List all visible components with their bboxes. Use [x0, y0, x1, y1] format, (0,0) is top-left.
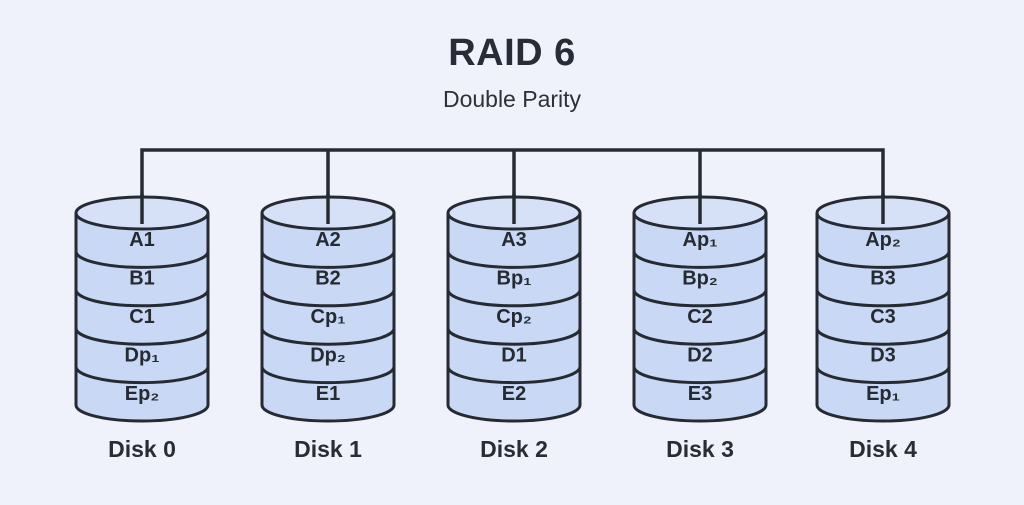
segment-divider [446, 289, 582, 308]
segment-label: A1 [129, 229, 155, 251]
segment-label: E2 [502, 383, 526, 405]
segment-label: D1 [501, 344, 527, 366]
segment-divider [632, 327, 768, 346]
disk-3-cylinder: Ap₁ Bp₂ C2 D2 E3 [632, 194, 768, 423]
segment-label: C3 [870, 306, 896, 328]
segment-label: B2 [315, 268, 341, 290]
segment-label: Bp₁ [497, 268, 532, 290]
segment-label: Cp₂ [496, 306, 532, 328]
segment-divider [632, 251, 768, 269]
segment-divider [815, 327, 951, 346]
segment-divider [260, 366, 396, 385]
segment-label: Ep₂ [125, 383, 159, 405]
disk-2-label: Disk 2 [480, 436, 548, 462]
disk-1-cylinder: A2 B2 Cp₁ Dp₂ E1 [260, 194, 396, 423]
disk-4-cylinder: Ap₂ B3 C3 D3 Ep₁ [815, 194, 951, 423]
segment-label: C1 [129, 306, 155, 328]
disk-3: Ap₁ Bp₂ C2 D2 E3 Disk 3 [630, 194, 770, 463]
segment-label: Ap₂ [865, 229, 901, 251]
segment-divider [815, 289, 951, 308]
disk-4-label: Disk 4 [849, 436, 917, 462]
segment-divider [632, 366, 768, 385]
segment-label: Dp₂ [310, 344, 346, 366]
segment-label: B1 [129, 268, 155, 290]
segment-label: Cp₁ [311, 306, 346, 328]
disk-1: A2 B2 Cp₁ Dp₂ E1 Disk 1 [258, 194, 398, 463]
segment-divider [74, 366, 210, 385]
segment-label: E3 [688, 383, 712, 405]
segment-label: Dp₁ [125, 344, 160, 366]
segment-label: Bp₂ [682, 268, 718, 290]
page-title: RAID 6 [448, 32, 576, 74]
segment-divider [446, 366, 582, 385]
segment-divider [74, 251, 210, 269]
disk-3-label: Disk 3 [666, 436, 734, 462]
segment-label: B3 [870, 268, 896, 290]
disk-0-label: Disk 0 [108, 436, 176, 462]
segment-divider [446, 327, 582, 346]
segment-label: Ep₁ [866, 383, 900, 405]
segment-label: E1 [316, 383, 340, 405]
segment-label: C2 [687, 306, 713, 328]
page-subtitle: Double Parity [442, 86, 582, 112]
segment-divider [260, 327, 396, 346]
disk-2-cylinder: A3 Bp₁ Cp₂ D1 E2 [446, 194, 582, 423]
disk-1-label: Disk 1 [294, 436, 362, 462]
segment-divider [815, 251, 951, 269]
disk-0-cylinder: A1 B1 C1 Dp₁ Ep₂ [74, 194, 210, 423]
segment-label: Ap₁ [683, 229, 718, 251]
segment-divider [260, 251, 396, 269]
segment-label: A3 [501, 229, 527, 251]
segment-divider [260, 289, 396, 308]
segment-divider [74, 289, 210, 308]
segment-divider [815, 366, 951, 385]
bus-line [140, 148, 885, 200]
disk-4: Ap₂ B3 C3 D3 Ep₁ Disk 4 [813, 194, 953, 463]
segment-divider [74, 327, 210, 346]
segment-divider [446, 251, 582, 269]
segment-label: A2 [315, 229, 341, 251]
disk-0: A1 B1 C1 Dp₁ Ep₂ Disk 0 [72, 194, 212, 463]
segment-divider [632, 289, 768, 308]
segment-label: D2 [687, 344, 713, 366]
segment-label: D3 [870, 344, 896, 366]
disk-2: A3 Bp₁ Cp₂ D1 E2 Disk 2 [444, 194, 584, 463]
